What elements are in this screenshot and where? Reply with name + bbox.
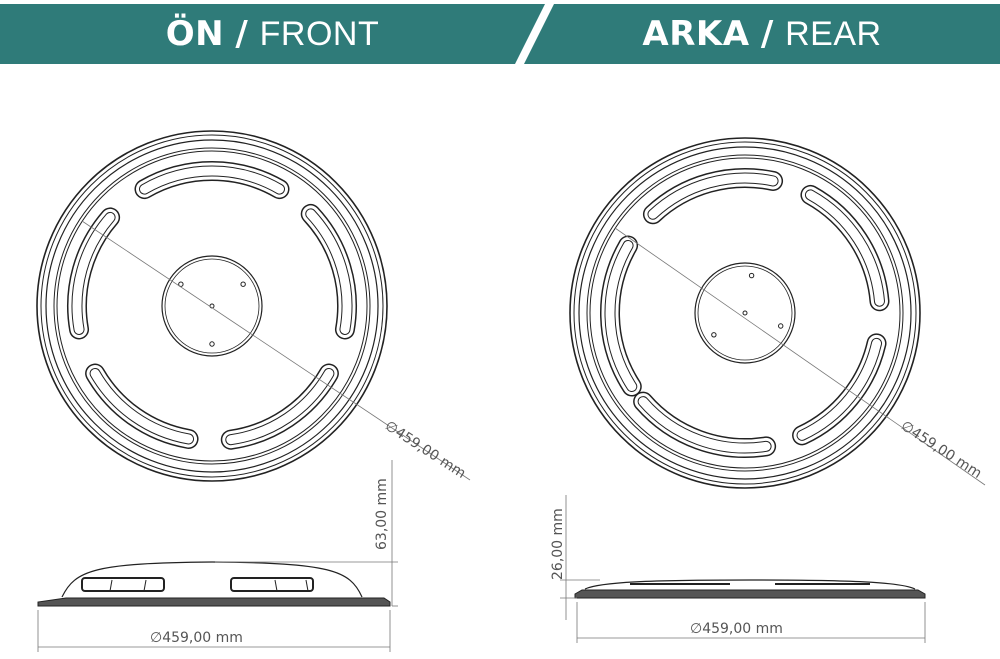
vent-slot-opening-inner xyxy=(306,209,352,334)
vent-slot-inner xyxy=(222,365,338,449)
mount-hole xyxy=(711,332,717,338)
vent-slot-opening-inner xyxy=(226,369,334,445)
mount-hole xyxy=(178,281,184,287)
rear-side-diameter-label: ∅459,00 mm xyxy=(690,621,783,637)
plate-ring xyxy=(569,137,921,489)
center-ring xyxy=(161,255,263,357)
center-ring-inner xyxy=(697,265,793,361)
rear-title-en: REAR xyxy=(785,14,882,53)
rear-side-view xyxy=(560,495,926,643)
plate-ring xyxy=(56,150,368,462)
mount-hole xyxy=(209,341,215,347)
front-side-view xyxy=(37,460,398,652)
plate-ring xyxy=(589,157,901,469)
plate-ring xyxy=(586,154,904,472)
rear-header: ARKA / REAR xyxy=(524,4,1000,64)
center-ring-inner xyxy=(164,258,260,354)
front-top-diameter-label: ∅459,00 mm xyxy=(382,418,469,482)
diameter-dimension-line xyxy=(81,220,471,481)
plate-ring xyxy=(573,141,917,485)
plate-ring xyxy=(578,146,912,480)
vent-slot-opening-inner xyxy=(72,212,115,334)
front-header: ÖN / FRONT xyxy=(0,4,545,64)
vent-slot-opening-inner xyxy=(638,397,771,453)
plate-ring xyxy=(40,134,384,478)
plate-ring xyxy=(53,147,371,465)
front-title-en: FRONT xyxy=(259,14,380,53)
plate-ring xyxy=(36,130,388,482)
vent-slot-opening-inner xyxy=(605,241,637,392)
rear-title-tr: ARKA xyxy=(642,14,750,54)
rear-height-label: 26,00 mm xyxy=(550,508,566,580)
vent-slot-opening-inner xyxy=(648,173,778,219)
front-title-tr: ÖN xyxy=(165,14,225,54)
rear-title-sep: / xyxy=(760,14,774,54)
vent-slot-opening-inner xyxy=(90,369,194,444)
front-title-sep: / xyxy=(235,14,249,54)
mount-hole xyxy=(748,272,755,279)
plate-ring xyxy=(45,139,379,473)
vent-slot-opening-inner xyxy=(805,190,884,306)
center-point xyxy=(742,310,748,316)
rear-top-view xyxy=(569,137,986,489)
center-ring xyxy=(694,262,796,364)
mount-hole xyxy=(778,323,784,329)
front-height-label: 63,00 mm xyxy=(374,478,390,550)
front-top-view xyxy=(36,130,471,482)
vent-slot-opening-inner xyxy=(797,338,882,440)
diameter-dimension-line xyxy=(614,227,986,486)
front-side-diameter-label: ∅459,00 mm xyxy=(150,630,243,646)
rear-top-diameter-label: ∅459,00 mm xyxy=(898,418,985,482)
vent-slot-opening-inner xyxy=(140,166,284,194)
mount-hole xyxy=(240,281,246,287)
